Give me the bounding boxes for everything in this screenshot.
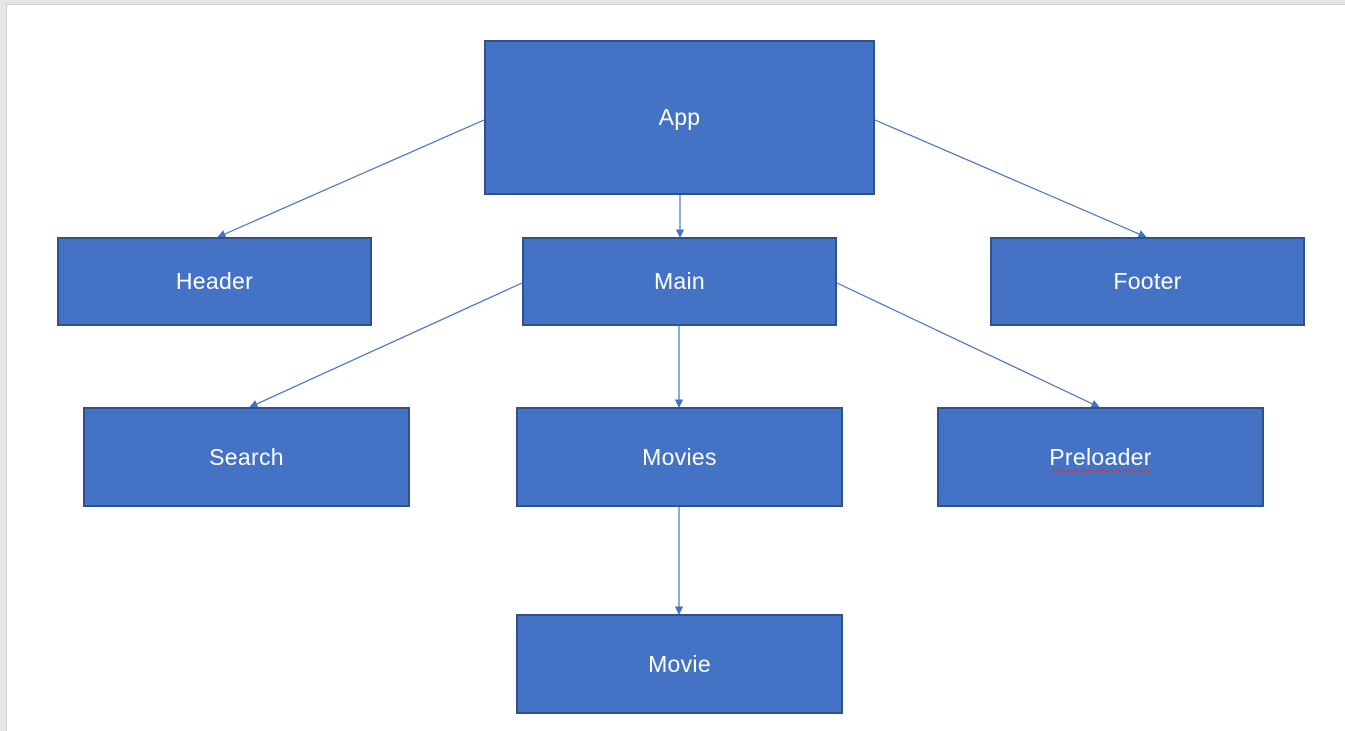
node-label-search: Search [209,443,284,470]
node-search[interactable]: Search [83,407,410,507]
node-app[interactable]: App [484,40,875,195]
node-label-footer: Footer [1113,268,1182,294]
node-main[interactable]: Main [522,237,837,326]
node-label-main: Main [653,268,706,294]
node-label-header: Header [175,268,254,294]
node-label-movies: Movies [642,443,717,470]
node-label-movie: Movie [648,650,711,677]
node-label-preloader: Preloader [1049,443,1152,470]
node-header[interactable]: Header [57,237,372,326]
node-footer[interactable]: Footer [990,237,1305,326]
node-preloader[interactable]: Preloader [937,407,1264,507]
node-movies[interactable]: Movies [516,407,843,507]
node-label-app: App [658,104,701,130]
node-movie[interactable]: Movie [516,614,843,714]
